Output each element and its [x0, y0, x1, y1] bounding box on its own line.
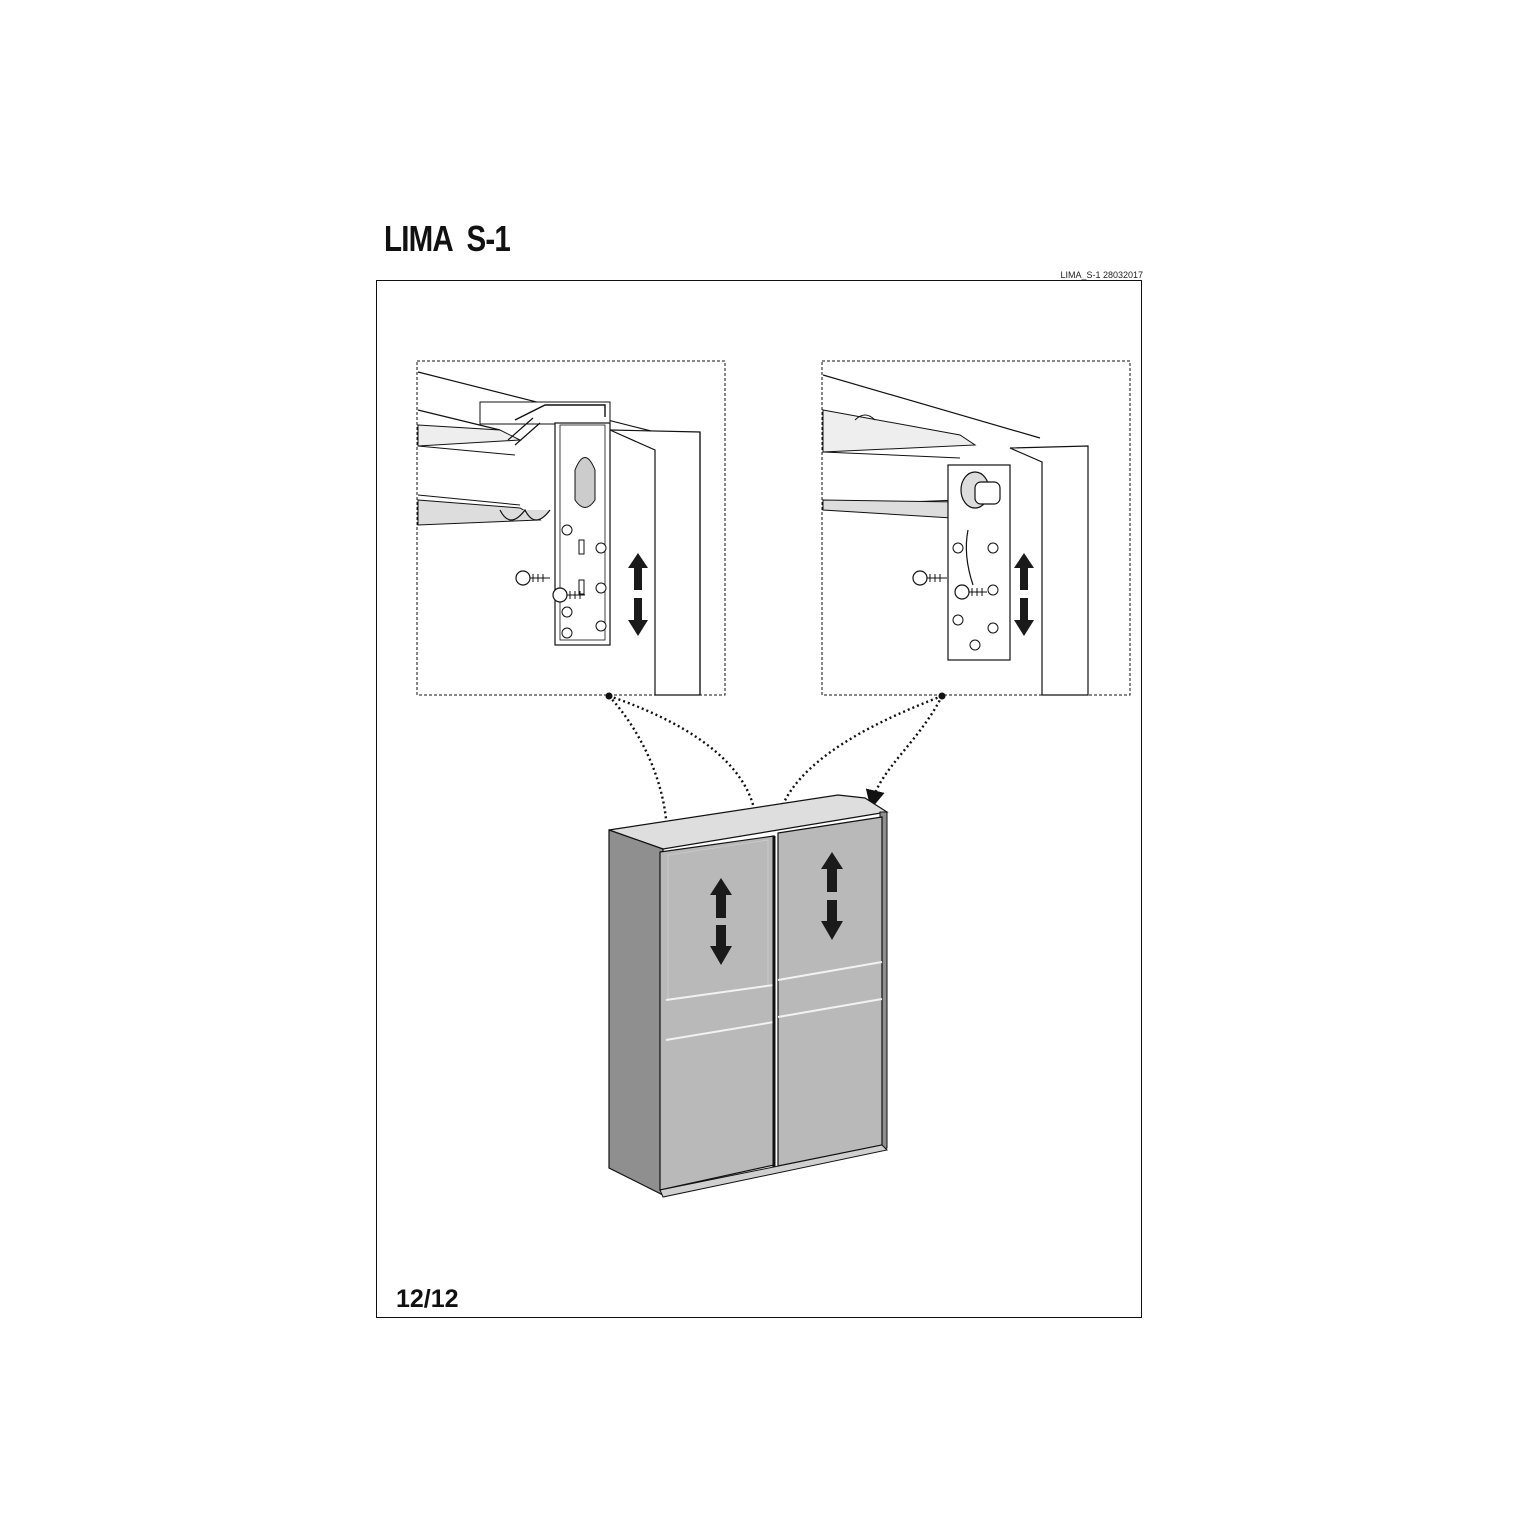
document-title: LIMA S-1	[384, 218, 511, 259]
adjust-down-arrow-icon	[628, 598, 648, 636]
page-frame	[376, 280, 1142, 1318]
detail-view-right	[821, 360, 1131, 696]
detail-view-left	[416, 360, 726, 696]
page-number: 12/12	[396, 1285, 459, 1313]
door-right-up-arrow-icon	[821, 852, 843, 892]
door-left-up-arrow-icon	[710, 878, 732, 918]
door-right-down-arrow-icon	[821, 900, 843, 940]
adjust-up-arrow-icon	[1014, 553, 1034, 590]
adjust-up-arrow-icon	[628, 553, 648, 590]
door-left-down-arrow-icon	[710, 925, 732, 965]
wardrobe-illustration	[608, 794, 889, 1198]
leader-lines	[605, 692, 946, 842]
document-reference: LIMA_S-1 28032017	[1060, 270, 1143, 280]
adjust-down-arrow-icon	[1014, 598, 1034, 636]
